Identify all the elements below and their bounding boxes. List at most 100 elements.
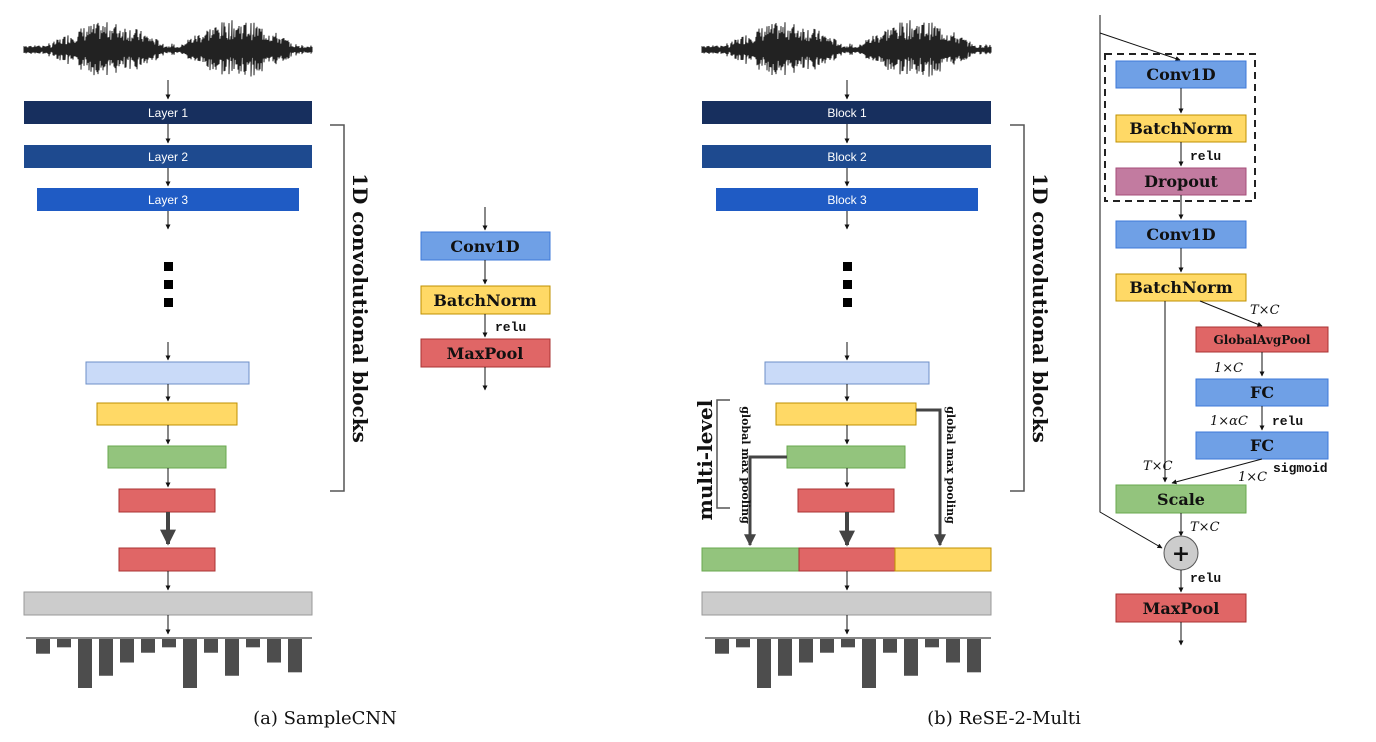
- conv-blocks-bracket-b: [1010, 124, 1025, 492]
- histogram-bar: [120, 639, 134, 663]
- histogram-bar: [946, 639, 960, 663]
- rese-dropout-label: Dropout: [1144, 172, 1218, 191]
- rese-block-maxpool-label: MaxPool: [1143, 599, 1220, 618]
- block-conv-box: [85, 361, 250, 385]
- histogram-bar: [925, 639, 939, 648]
- dim-tc-1: T×C: [1250, 303, 1280, 318]
- caption-b: (b) ReSE-2-Multi: [927, 708, 1081, 729]
- rese-panel: Block 1 Block 2 Block 3 global max pooli…: [693, 20, 1081, 729]
- block-batchnorm-box: [96, 402, 238, 426]
- dense-box-b: [701, 591, 992, 616]
- rese-scale-label: Scale: [1157, 490, 1205, 509]
- legend-batchnorm-label: BatchNorm: [433, 291, 536, 310]
- rese-gap-label: GlobalAvgPool: [1214, 333, 1311, 347]
- audio-waveform-b: [701, 20, 992, 77]
- histogram-bar: [57, 639, 71, 648]
- rese-fc-2-label: FC: [1250, 436, 1274, 455]
- histogram-bar: [78, 639, 92, 688]
- multi-level-bracket: [716, 399, 730, 509]
- rese-relu-2-label: relu: [1272, 414, 1303, 429]
- histogram-bar: [715, 639, 729, 654]
- conv-blocks-bracket: [330, 124, 345, 492]
- histogram-bar: [778, 639, 792, 676]
- dim-1ac: 1×αC: [1210, 414, 1248, 429]
- rese-relu-1-label: relu: [1190, 149, 1221, 164]
- multi-level-label: multi-level: [693, 399, 717, 520]
- histogram-bar: [225, 639, 239, 676]
- residual-add-symbol: +: [1172, 541, 1190, 567]
- audio-waveform-a: [23, 20, 313, 77]
- layer-1-box: [24, 101, 312, 124]
- histogram-bar: [904, 639, 918, 676]
- rese-fc-1-box: [1195, 378, 1329, 407]
- rese-block-detail: Conv1D BatchNorm relu Dropout Conv1D Bat…: [1099, 15, 1329, 646]
- pooling-label-left: global max pooling: [739, 406, 752, 524]
- dim-tc-3: T×C: [1190, 520, 1220, 535]
- rese-batchnorm-box: [775, 402, 917, 426]
- legend-conv1d-box: [420, 231, 551, 261]
- rese-dropout-box: [1115, 167, 1247, 196]
- conv-blocks-label-b: 1D convolutional blocks: [1028, 173, 1052, 443]
- output-histogram-a: [36, 639, 302, 688]
- histogram-bar: [246, 639, 260, 648]
- rese-bn-1-box: [1115, 114, 1247, 143]
- ellipsis-dots-b: [843, 262, 852, 307]
- block-2-label: Block 2: [827, 150, 867, 164]
- histogram-bar: [841, 639, 855, 648]
- rese-fc-2-box: [1195, 431, 1329, 460]
- histogram-bar: [141, 639, 155, 653]
- rese-bn-2-box: [1115, 273, 1247, 302]
- legend-maxpool-label: MaxPool: [447, 344, 524, 363]
- block-activation-box: [107, 445, 227, 469]
- caption-a: (a) SampleCNN: [253, 708, 397, 729]
- histogram-bar: [267, 639, 281, 663]
- rese-conv1d-2-label: Conv1D: [1146, 225, 1215, 244]
- histogram-bar: [820, 639, 834, 653]
- output-maxpool-box: [118, 547, 216, 572]
- dim-1c-1: 1×C: [1214, 361, 1243, 376]
- layer-2-box: [24, 145, 312, 168]
- pooling-arrow-right: [916, 408, 946, 547]
- concat-red-box: [798, 547, 896, 572]
- rese-conv1d-1-box: [1115, 60, 1247, 89]
- histogram-bar: [862, 639, 876, 688]
- conv-blocks-label: 1D convolutional blocks: [348, 173, 372, 443]
- rese-relu-3-label: relu: [1190, 571, 1221, 586]
- rese-maxpool-box: [797, 488, 895, 513]
- rese-bn-1-label: BatchNorm: [1129, 119, 1232, 138]
- layer-2-label: Layer 2: [148, 150, 188, 164]
- pooling-label-right: global max pooling: [944, 406, 957, 524]
- concat-yellow-box: [894, 547, 992, 572]
- rese-conv1d-1-label: Conv1D: [1146, 65, 1215, 84]
- dim-tc-2: T×C: [1143, 459, 1173, 474]
- samplecnn-panel: Layer 1 Layer 2 Layer 3 1D convolutional…: [23, 20, 551, 729]
- layer-3-box: [37, 188, 299, 211]
- dense-box: [23, 591, 313, 616]
- samplecnn-legend: Conv1D BatchNorm relu MaxPool: [420, 207, 551, 391]
- rese-scale-box: [1115, 484, 1247, 514]
- rese-conv1d-2-box: [1115, 220, 1247, 249]
- histogram-bar: [36, 639, 50, 654]
- dropout-group-dashed: [1104, 53, 1256, 202]
- histogram-bar: [967, 639, 981, 673]
- histogram-bar: [883, 639, 897, 653]
- pooling-arrow-left: [744, 455, 787, 547]
- histogram-bar: [99, 639, 113, 676]
- layer-1-label: Layer 1: [148, 106, 188, 120]
- block-1-box: [702, 101, 991, 124]
- block-3-label: Block 3: [827, 193, 867, 207]
- layer-3-label: Layer 3: [148, 193, 188, 207]
- histogram-bar: [288, 639, 302, 673]
- rese-bn-2-label: BatchNorm: [1129, 278, 1232, 297]
- block-2-box: [702, 145, 991, 168]
- histogram-bar: [757, 639, 771, 688]
- rese-conv-box: [764, 361, 930, 385]
- ellipsis-dots: [164, 262, 173, 307]
- histogram-bar: [204, 639, 218, 653]
- legend-maxpool-box: [420, 338, 551, 368]
- dim-1c-2: 1×C: [1238, 470, 1267, 485]
- rese-gap-box: [1195, 326, 1329, 353]
- residual-skip-line: [1099, 15, 1163, 549]
- block-1-label: Block 1: [827, 106, 867, 120]
